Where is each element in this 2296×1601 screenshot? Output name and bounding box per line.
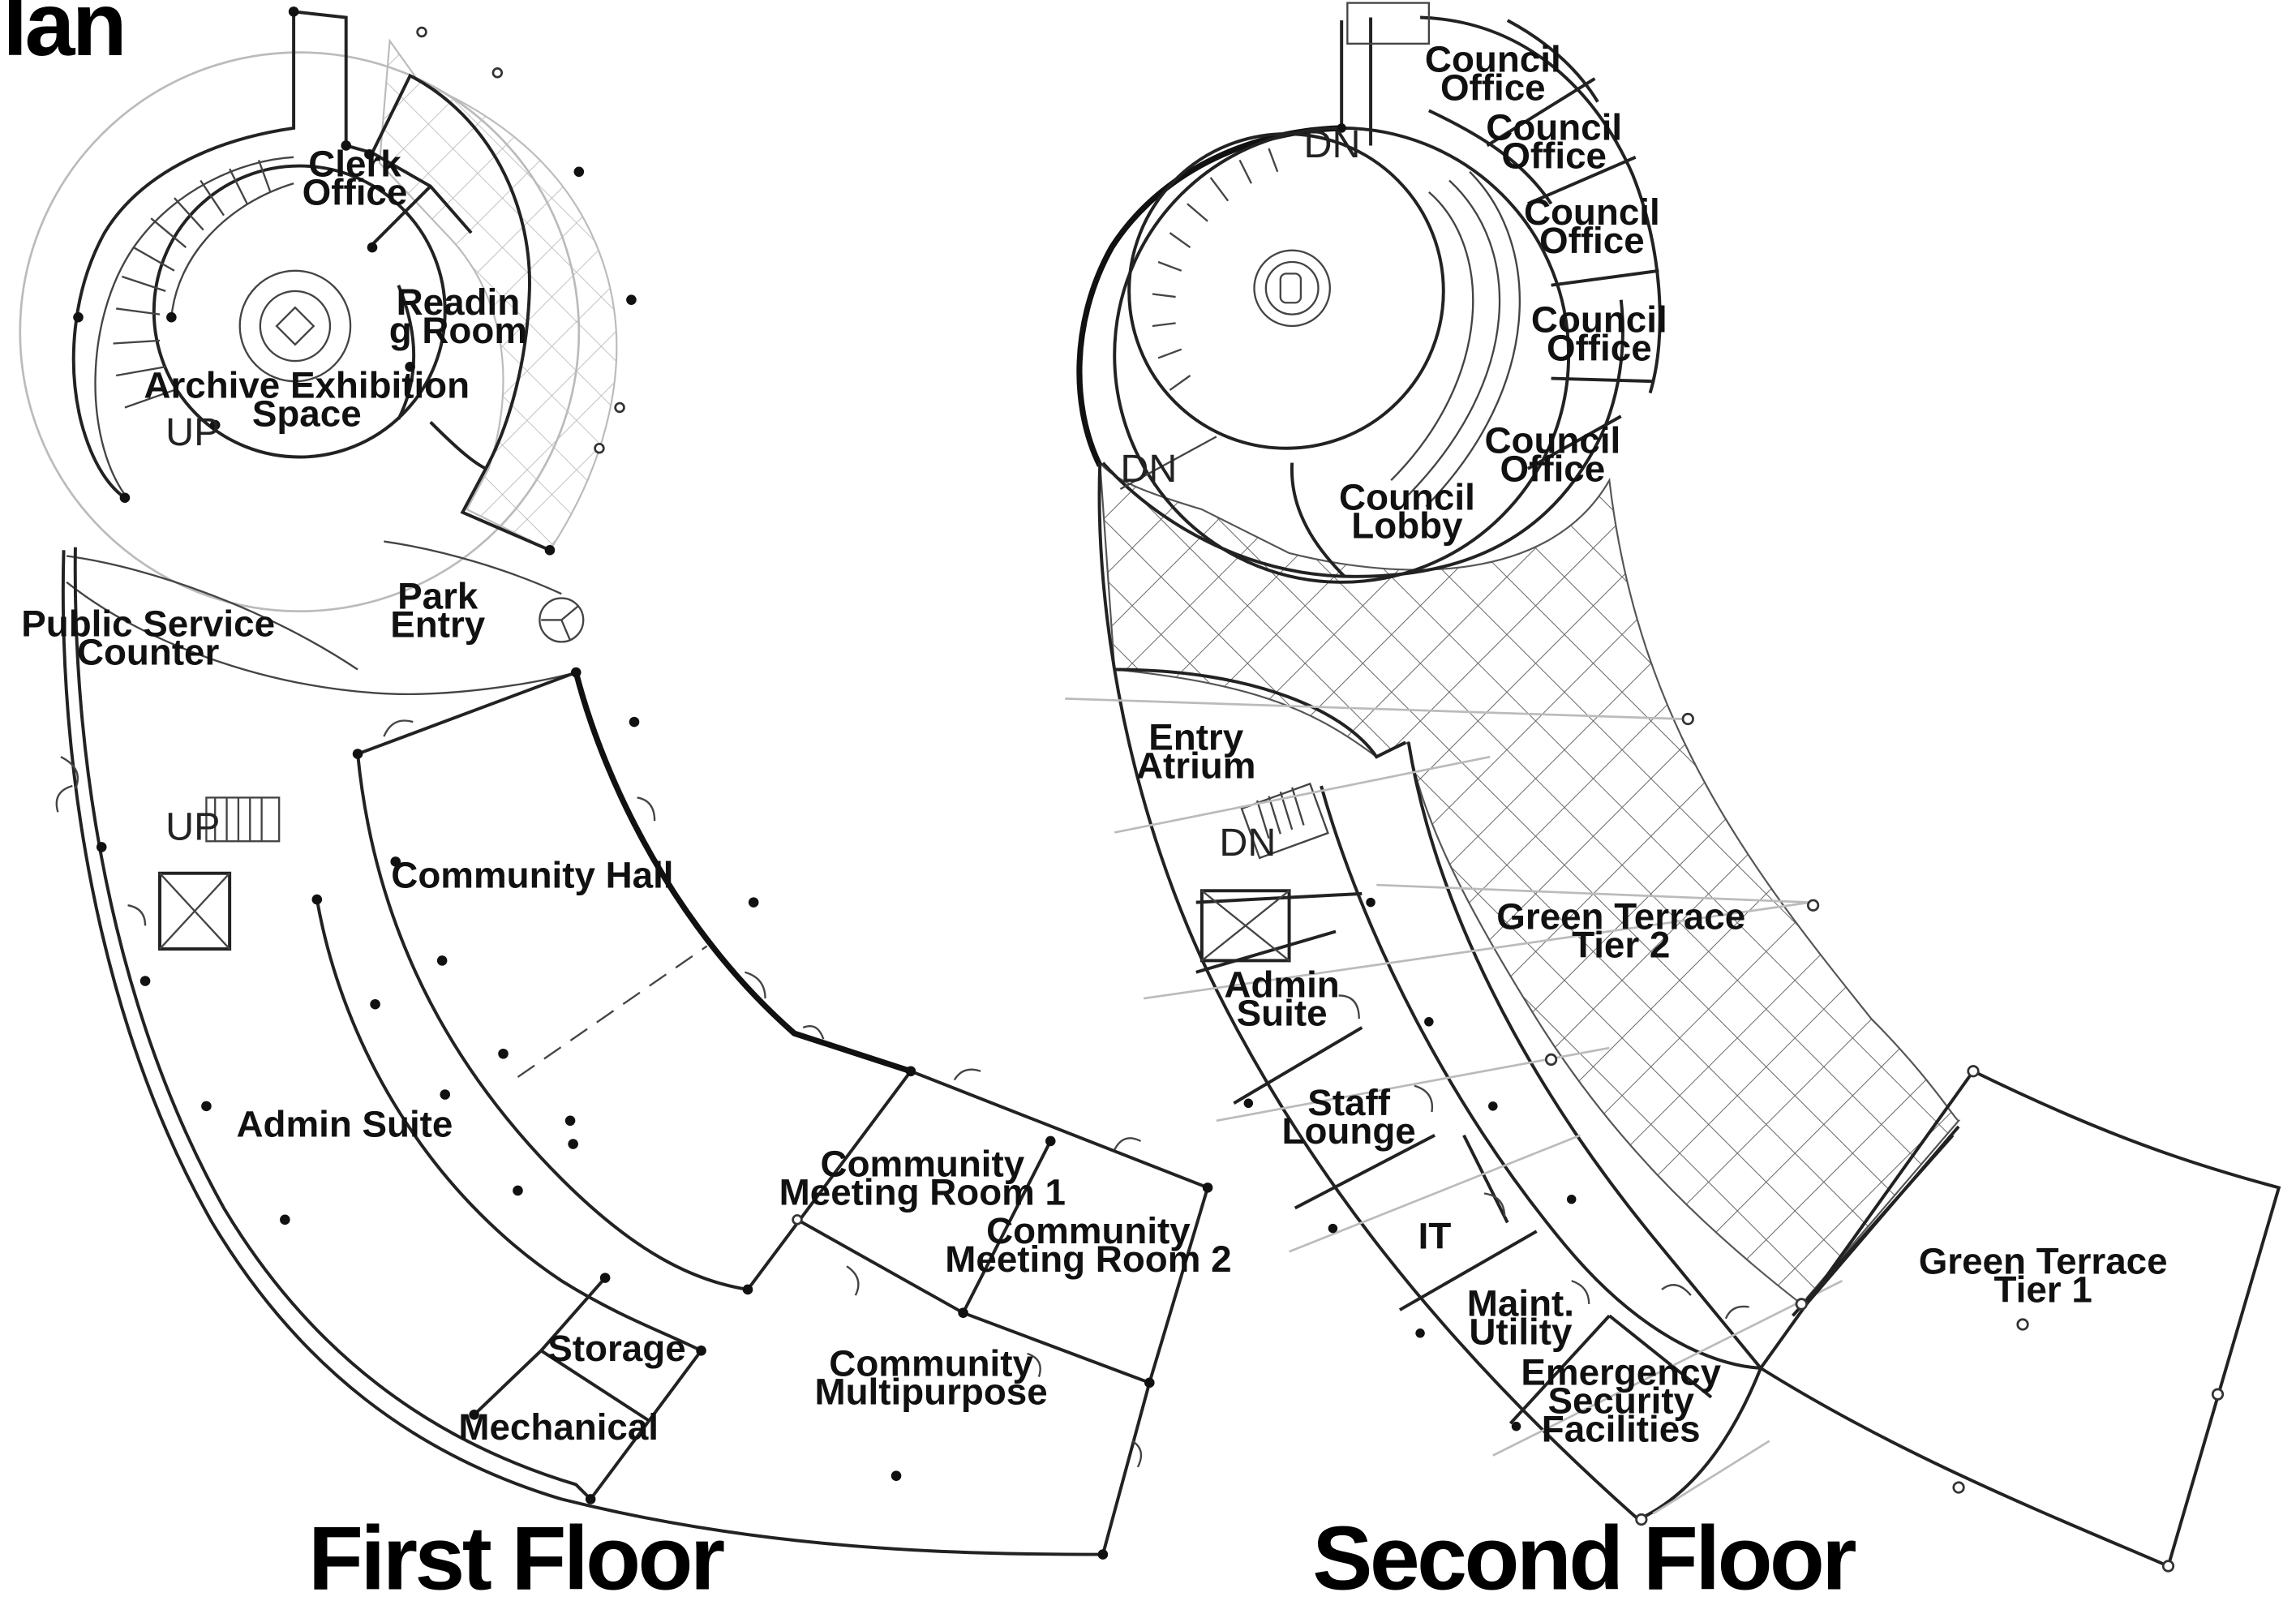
second-room-label-3-line-0: Council xyxy=(1531,299,1667,341)
first-floor-plan xyxy=(19,6,1213,1560)
page-title: lan xyxy=(2,0,124,75)
first-room-label-3-line-1: Entry xyxy=(390,604,486,646)
second-stair-dn-label-left: DN xyxy=(1120,447,1177,491)
second-room-label-12-line-1: Security xyxy=(1547,1380,1694,1422)
second-floor-plan xyxy=(1065,2,2281,1573)
first-room-label-4-line-1: Counter xyxy=(77,632,220,673)
first-room-label-8-line-0: Community xyxy=(986,1210,1191,1251)
second-room-label-6-line-0: Entry xyxy=(1148,717,1244,758)
green-terrace-tier1-outline xyxy=(1758,1069,2281,1569)
second-room-label-13-line-0: Green Terrace xyxy=(1919,1241,2168,1282)
second-room-label-2-line-0: Council xyxy=(1524,191,1660,233)
second-room-label-9-line-0: Staff xyxy=(1307,1082,1390,1123)
second-room-label-6-line-1: Atrium xyxy=(1136,745,1255,787)
second-room-label-1-line-1: Office xyxy=(1501,135,1607,177)
second-room-label-2-line-1: Office xyxy=(1539,220,1645,261)
second-room-label-3-line-1: Office xyxy=(1547,328,1652,369)
second-room-label-8-line-0: Admin xyxy=(1224,964,1339,1006)
first-room-label-3-line-0: Park xyxy=(397,576,479,617)
second-room-label-7-line-0: Green Terrace xyxy=(1496,895,1745,937)
second-room-label-1-line-0: Council xyxy=(1486,107,1622,148)
second-room-label-5-line-1: Lobby xyxy=(1351,505,1463,547)
second-room-label-13-line-1: Tier 1 xyxy=(1994,1269,2092,1311)
park-terrace-hatch xyxy=(378,38,618,552)
first-room-label-6-line-0: Admin Suite xyxy=(236,1104,453,1145)
second-room-label-5-line-0: Council xyxy=(1339,477,1475,518)
first-room-label-0-line-1: Office xyxy=(303,172,408,213)
second-room-label-9-line-1: Lounge xyxy=(1282,1110,1416,1152)
second-room-label-11-line-1: Utility xyxy=(1469,1311,1573,1353)
first-room-label-11-line-1: Multipurpose xyxy=(815,1371,1048,1412)
second-room-label-8-line-1: Suite xyxy=(1237,993,1328,1034)
second-room-label-12-line-0: Emergency xyxy=(1521,1352,1721,1393)
first-room-label-0-line-0: Clerk xyxy=(308,144,401,185)
second-room-label-4-line-1: Office xyxy=(1500,449,1606,490)
second-stair-dn-label-top: DN xyxy=(1304,122,1361,166)
second-stair-dn-label-atrium: DN xyxy=(1219,821,1276,865)
first-room-label-9-line-0: Storage xyxy=(547,1328,685,1369)
first-room-label-4-line-0: Public Service xyxy=(21,603,275,645)
first-room-label-7-line-0: Community xyxy=(821,1143,1025,1184)
second-room-label-0-line-0: Council xyxy=(1425,38,1561,79)
second-room-label-12-line-2: Facilities xyxy=(1542,1408,1701,1449)
second-room-label-11-line-0: Maint. xyxy=(1467,1283,1574,1324)
first-room-label-1-line-0: Readin xyxy=(397,281,521,323)
first-room-label-7-line-1: Meeting Room 1 xyxy=(779,1171,1066,1213)
green-terrace-tier2-hatch xyxy=(1098,460,1961,1306)
first-room-label-10-line-0: Mechanical xyxy=(458,1406,659,1448)
first-room-label-1-line-1: g Room xyxy=(389,310,527,351)
first-room-label-2-line-1: Space xyxy=(252,393,362,434)
second-room-label-4-line-0: Council xyxy=(1485,420,1621,461)
first-stair-up-label: UP xyxy=(165,410,220,454)
first-room-label-11-line-0: Community xyxy=(829,1342,1033,1384)
first-stair2-up-label: UP xyxy=(165,805,220,848)
first-room-label-8-line-1: Meeting Room 2 xyxy=(945,1238,1231,1280)
structural-columns xyxy=(73,6,1213,1560)
second-floor-title: Second Floor xyxy=(1312,1508,1856,1601)
second-room-label-0-line-1: Office xyxy=(1440,67,1546,108)
first-floor-title: First Floor xyxy=(308,1508,724,1601)
first-room-label-2-line-0: Archive Exhibition xyxy=(144,364,470,406)
second-room-label-10-line-0: IT xyxy=(1418,1216,1452,1257)
first-room-label-5-line-0: Community Hall xyxy=(391,855,673,896)
second-room-label-7-line-1: Tier 2 xyxy=(1572,924,1670,965)
